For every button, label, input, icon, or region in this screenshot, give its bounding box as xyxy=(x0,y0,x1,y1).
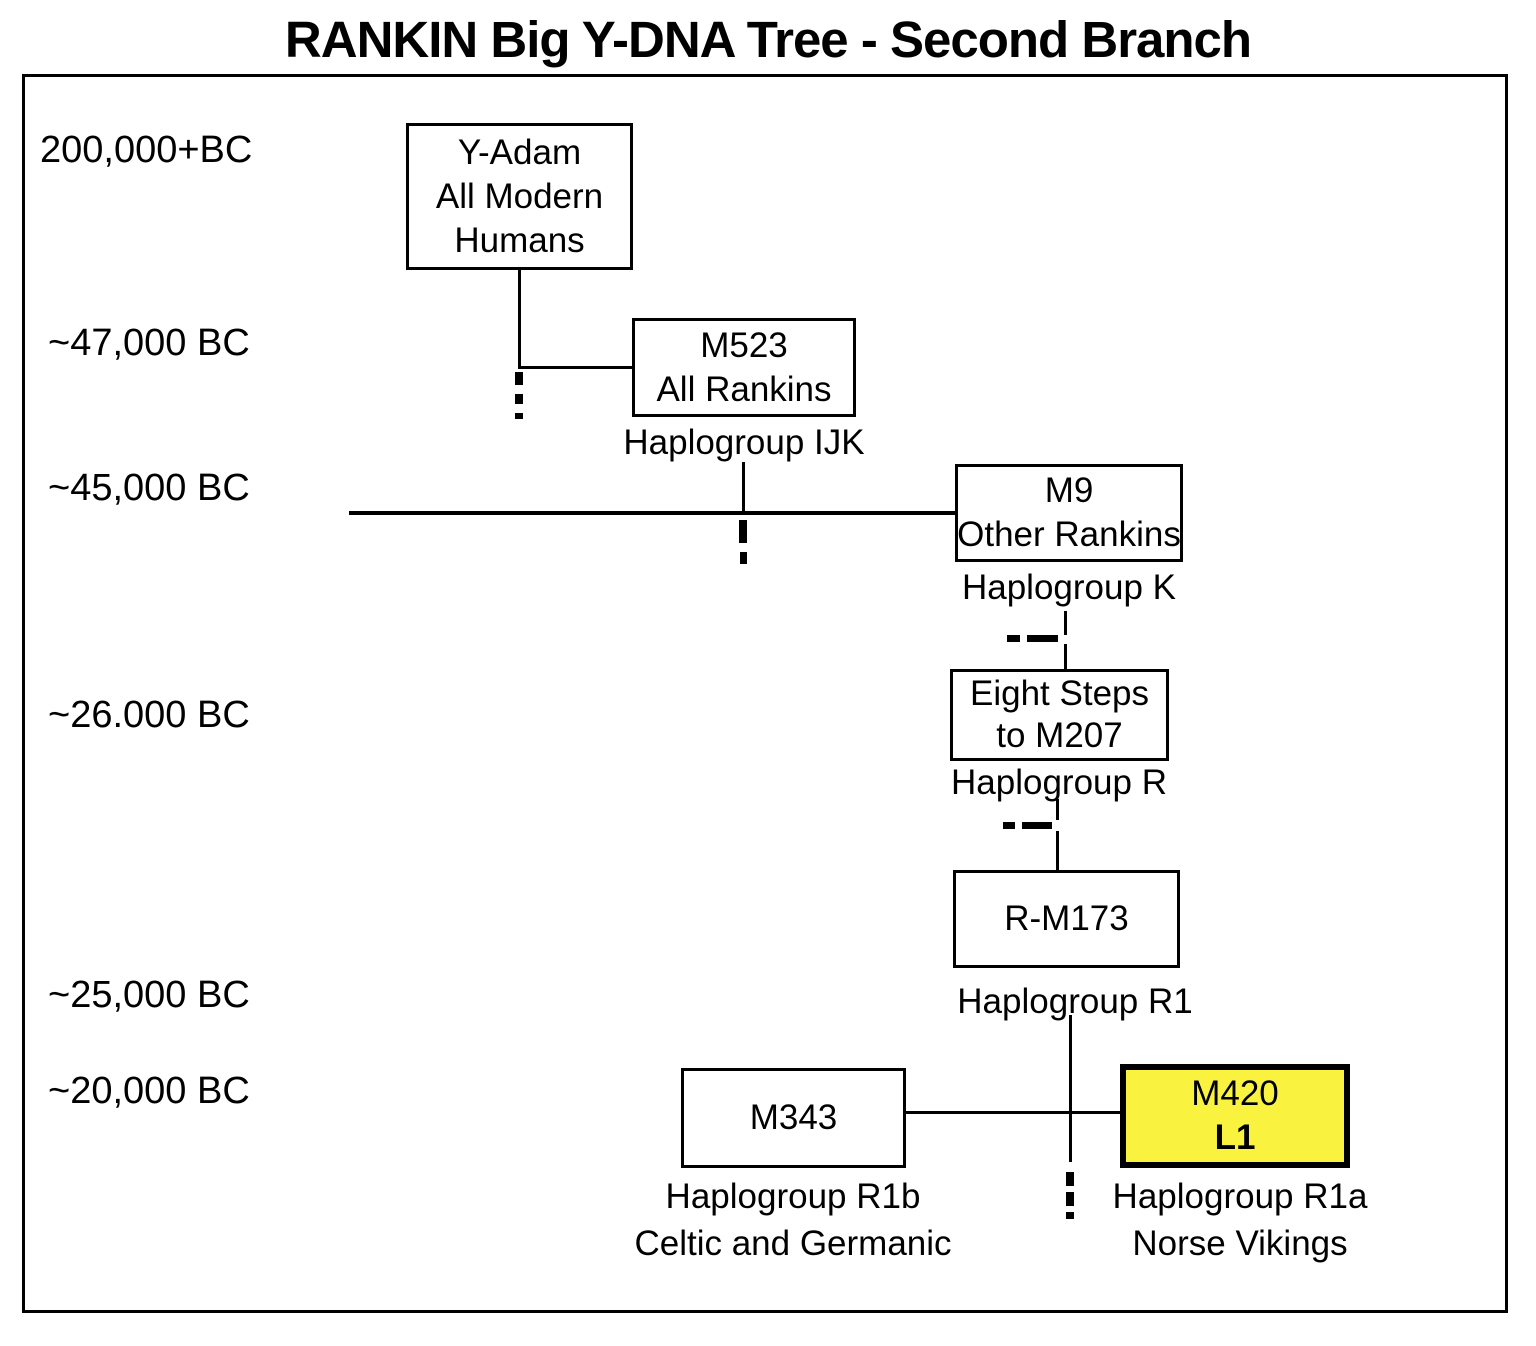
caption-haplogroup-r1a: Haplogroup R1a xyxy=(1112,1177,1368,1216)
node-text-line: Y-Adam xyxy=(457,132,582,172)
connector-r1-dash xyxy=(1066,1172,1074,1186)
connector-ijk-dash xyxy=(740,552,747,564)
connector-r-down-lower xyxy=(1056,831,1059,870)
tree-node-r-m173: R-M173 xyxy=(953,870,1180,968)
connector-yadam-dash xyxy=(515,413,523,419)
connector-r-cross-dash xyxy=(1022,822,1052,829)
node-text-line: M420 xyxy=(1191,1074,1279,1113)
connector-r1-dash xyxy=(1066,1212,1074,1219)
connector-to-m523 xyxy=(518,366,634,369)
time-label-47000bc: ~47,000 BC xyxy=(48,322,250,364)
caption-haplogroup-k: Haplogroup K xyxy=(961,568,1177,607)
caption-haplogroup-r: Haplogroup R xyxy=(951,763,1167,802)
node-text-line: All Rankins xyxy=(656,369,832,409)
caption-haplogroup-r1: Haplogroup R1 xyxy=(957,982,1193,1021)
node-text-line: L1 xyxy=(1214,1118,1256,1157)
caption-celtic-and-germanic: Celtic and Germanic xyxy=(634,1224,952,1263)
node-text-line: R-M173 xyxy=(1004,899,1129,938)
time-label-45000bc: ~45,000 BC xyxy=(48,467,250,509)
connector-r-down-upper xyxy=(1056,799,1059,820)
tree-node-y-adam: Y-Adam All Modern Humans xyxy=(406,123,633,270)
tree-node-eight-steps: Eight Steps to M207 xyxy=(950,669,1169,761)
time-label-26000bc: ~26.000 BC xyxy=(48,694,250,736)
connector-yadam-down xyxy=(518,270,521,367)
tree-node-m343: M343 xyxy=(681,1068,906,1168)
tree-node-m9: M9 Other Rankins xyxy=(955,464,1183,562)
tree-node-m523: M523 All Rankins xyxy=(632,318,856,417)
connector-yadam-dash xyxy=(515,372,523,385)
node-text-line: M343 xyxy=(749,1098,838,1137)
diagram-frame xyxy=(22,74,1508,1313)
node-text-line: M523 xyxy=(700,325,788,365)
connector-ijk-down xyxy=(742,462,745,513)
caption-haplogroup-r1b: Haplogroup R1b xyxy=(665,1177,921,1216)
time-label-200000bc: 200,000+BC xyxy=(40,129,253,171)
connector-long-horizontal xyxy=(349,511,957,515)
connector-r1-down xyxy=(1069,1015,1072,1162)
connector-m343-m420 xyxy=(906,1111,1120,1114)
connector-r-cross-dash xyxy=(1003,822,1015,829)
node-text-line: M9 xyxy=(1044,471,1094,510)
node-text-line: to M207 xyxy=(996,716,1123,755)
caption-haplogroup-ijk: Haplogroup IJK xyxy=(623,423,865,462)
node-text-line: All Modern xyxy=(435,176,604,216)
connector-ijk-dash xyxy=(739,520,747,543)
connector-k-cross-dash xyxy=(1027,635,1058,642)
caption-norse-vikings: Norse Vikings xyxy=(1132,1224,1348,1263)
connector-r1-dash xyxy=(1066,1192,1074,1206)
page-title: RANKIN Big Y-DNA Tree - Second Branch xyxy=(284,11,1252,68)
tree-node-m420-highlighted: M420 L1 xyxy=(1120,1064,1350,1168)
connector-k-down-lower xyxy=(1064,644,1067,669)
time-label-20000bc: ~20,000 BC xyxy=(48,1070,250,1112)
time-label-25000bc: ~25,000 BC xyxy=(48,974,250,1016)
connector-k-down-upper xyxy=(1064,611,1067,635)
node-text-line: Other Rankins xyxy=(957,515,1181,554)
connector-yadam-dash xyxy=(515,394,523,404)
node-text-line: Humans xyxy=(454,220,585,260)
node-text-line: Eight Steps xyxy=(970,674,1149,713)
connector-k-cross-dash xyxy=(1007,635,1020,642)
